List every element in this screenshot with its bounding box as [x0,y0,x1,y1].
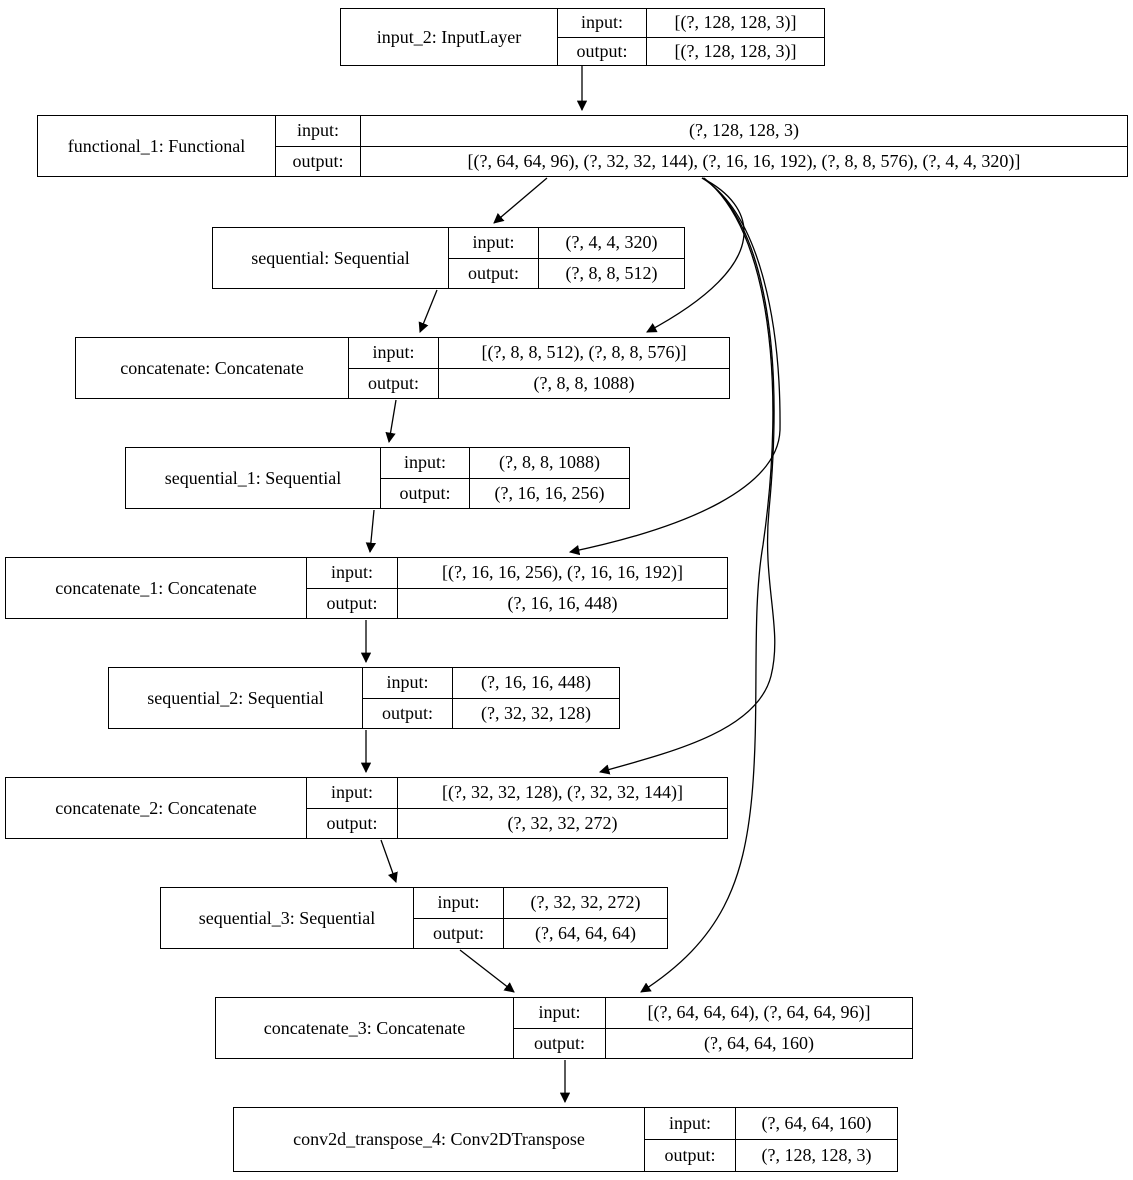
output-shape: (?, 128, 128, 3) [761,1145,872,1165]
output-key: output: [414,918,504,948]
output-key: output: [307,808,398,838]
input-key: input: [363,668,453,698]
layer-node-functional_1: functional_1: Functional input: (?, 128,… [37,115,1128,177]
input-shape: (?, 32, 32, 272) [530,892,641,913]
layer-title: concatenate_1: Concatenate [6,558,307,618]
output-shape: (?, 32, 32, 128) [481,702,591,723]
output-key: output: [307,588,398,618]
output-key: output: [558,37,647,65]
input-shape: (?, 4, 4, 320) [565,232,658,253]
edge-functional_1-sequential [493,177,548,224]
input-shape: (?, 64, 64, 160) [761,1113,872,1133]
input-key: input: [645,1108,736,1139]
layer-title: input_2: InputLayer [341,9,558,65]
layer-node-concatenate_3: concatenate_3: Concatenate input: [(?, 6… [215,997,913,1059]
input-key: input: [414,888,504,918]
input-shape: (?, 8, 8, 1088) [499,452,600,473]
output-key: output: [276,146,361,176]
input-shape: (?, 128, 128, 3) [689,120,799,141]
layer-node-conv2d_transpose_4: conv2d_transpose_4: Conv2DTranspose inpu… [233,1107,898,1172]
layer-title: concatenate_2: Concatenate [6,778,307,838]
output-shape: (?, 64, 64, 160) [704,1032,814,1053]
input-key: input: [307,558,398,588]
output-key: output: [645,1140,736,1171]
edge-concatenate_2-sequential_3 [380,839,398,883]
edge-sequential-concatenate [418,289,438,333]
edge-concatenate-sequential_1 [385,399,397,444]
layer-node-concatenate: concatenate: Concatenate input: [(?, 8, … [75,337,730,399]
output-shape: (?, 8, 8, 512) [565,262,658,283]
input-key: input: [276,116,361,146]
input-shape: [(?, 128, 128, 3)] [674,12,797,33]
layer-title: sequential_2: Sequential [109,668,363,728]
output-shape: [(?, 128, 128, 3)] [674,40,797,61]
layer-node-input_2: input_2: InputLayer input: [(?, 128, 128… [340,8,825,66]
layer-node-sequential_3: sequential_3: Sequential input: (?, 32, … [160,887,668,949]
output-shape: (?, 64, 64, 64) [535,922,636,943]
output-shape: (?, 32, 32, 272) [507,812,618,833]
output-shape: (?, 8, 8, 1088) [533,372,635,393]
input-shape: (?, 16, 16, 448) [481,672,591,693]
layer-title: sequential_3: Sequential [161,888,414,948]
layer-node-concatenate_1: concatenate_1: Concatenate input: [(?, 1… [5,557,728,619]
output-key: output: [381,478,470,508]
input-shape: [(?, 32, 32, 128), (?, 32, 32, 144)] [442,782,683,803]
layer-title: sequential_1: Sequential [126,448,381,508]
input-shape: [(?, 16, 16, 256), (?, 16, 16, 192)] [442,562,683,583]
input-key: input: [449,228,539,258]
output-shape: (?, 16, 16, 448) [507,592,618,613]
input-shape: [(?, 8, 8, 512), (?, 8, 8, 576)] [481,342,687,363]
layer-title: conv2d_transpose_4: Conv2DTranspose [234,1108,645,1171]
layer-title: sequential: Sequential [213,228,449,288]
layer-node-sequential: sequential: Sequential input: (?, 4, 4, … [212,227,685,289]
edge-sequential_3-concatenate_3 [459,949,515,993]
layer-title: functional_1: Functional [38,116,276,176]
input-shape: [(?, 64, 64, 64), (?, 64, 64, 96)] [647,1002,871,1023]
output-key: output: [349,368,439,398]
output-shape: [(?, 64, 64, 96), (?, 32, 32, 144), (?, … [467,150,1021,171]
edge-sequential_1-concatenate_1 [365,509,377,554]
output-shape: (?, 16, 16, 256) [494,482,605,503]
input-key: input: [381,448,470,478]
layer-node-sequential_2: sequential_2: Sequential input: (?, 16, … [108,667,620,729]
input-key: input: [514,998,606,1028]
output-key: output: [363,698,453,728]
layer-node-concatenate_2: concatenate_2: Concatenate input: [(?, 3… [5,777,728,839]
layer-node-sequential_1: sequential_1: Sequential input: (?, 8, 8… [125,447,630,509]
input-key: input: [307,778,398,808]
input-key: input: [558,9,647,37]
output-key: output: [514,1028,606,1058]
layer-title: concatenate_3: Concatenate [216,998,514,1058]
layer-title: concatenate: Concatenate [76,338,349,398]
output-key: output: [449,258,539,288]
input-key: input: [349,338,439,368]
